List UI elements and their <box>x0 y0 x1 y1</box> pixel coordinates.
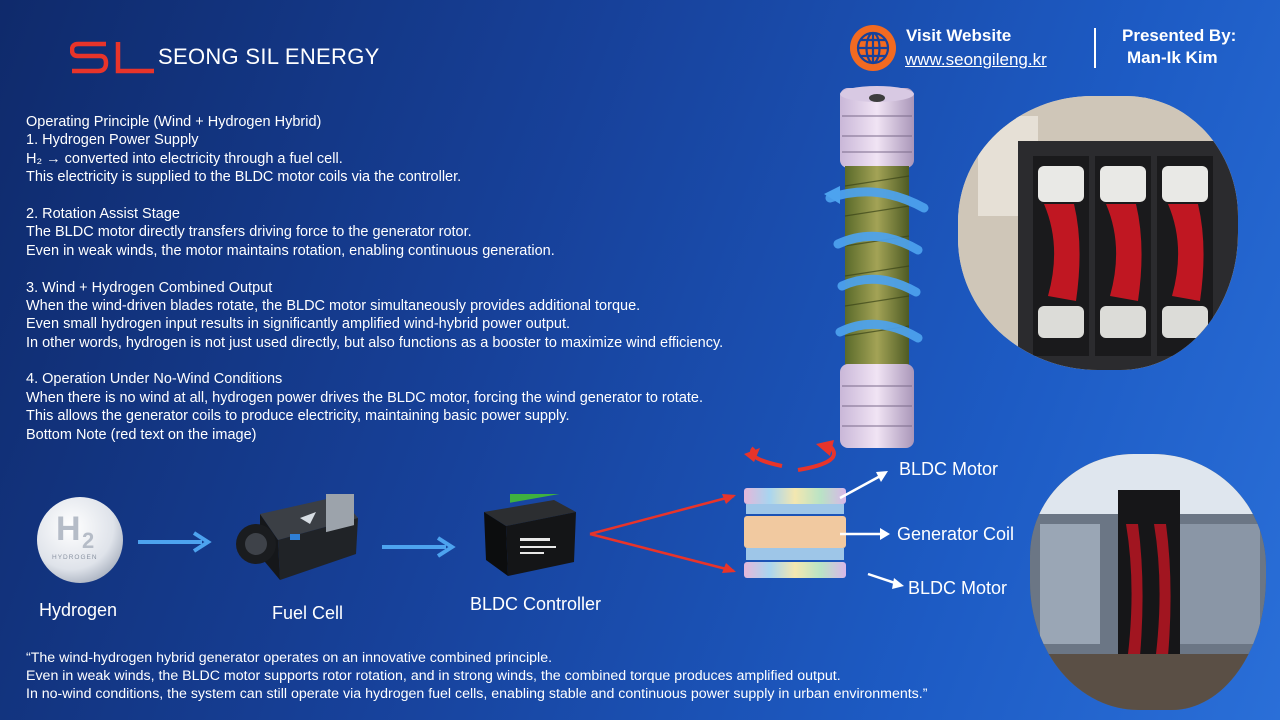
principle-line: The BLDC motor directly transfers drivin… <box>26 224 472 241</box>
principle-line: 3. Wind + Hydrogen Combined Output <box>26 279 273 296</box>
hydrogen-icon <box>37 497 123 583</box>
callout-arrows <box>839 471 904 589</box>
principle-line: This allows the generator coils to produ… <box>26 408 570 425</box>
globe-icon <box>850 25 896 71</box>
operating-principle-text: Operating Principle (Wind + Hydrogen Hyb… <box>26 113 816 444</box>
website-link[interactable]: www.seongileng.kr <box>905 50 1047 69</box>
principle-line: 2. Rotation Assist Stage <box>26 205 180 222</box>
hydrogen-icon-caption: HYDROGEN <box>52 554 98 561</box>
prototype-photo-drawing <box>958 96 1238 370</box>
fuel-cell-label: Fuel Cell <box>272 603 344 623</box>
quote-line: In no-wind conditions, the system can st… <box>26 686 928 703</box>
distribution-arrows <box>589 440 836 573</box>
principle-line: Even small hydrogen input results in sig… <box>26 316 571 333</box>
summary-quote: “The wind-hydrogen hybrid generator oper… <box>26 649 1066 704</box>
presented-by-label: Presented By: <box>1122 26 1237 45</box>
company-logo: SEONG SIL ENERGY <box>70 40 379 80</box>
generator-stack <box>744 488 846 578</box>
turbine-rotor-illustration <box>824 86 929 448</box>
arrow-right-icon <box>382 536 456 558</box>
bldc-controller-label: BLDC Controller <box>470 594 602 614</box>
sl-logo-mark <box>70 41 154 74</box>
principle-line: H₂ → converted into electricity through … <box>26 150 343 167</box>
principle-line: When there is no wind at all, hydrogen p… <box>26 389 704 406</box>
bldc-controller-image <box>484 494 576 576</box>
arrow-right-icon <box>138 531 212 553</box>
principle-line: In other words, hydrogen is not just use… <box>26 334 724 351</box>
principle-spacer <box>26 260 816 278</box>
principle-line: 4. Operation Under No-Wind Conditions <box>26 371 283 388</box>
bldc-motor-top-label: BLDC Motor <box>899 459 999 479</box>
visit-website-label: Visit Website <box>906 26 1012 45</box>
principle-line: When the wind-driven blades rotate, the … <box>26 297 641 314</box>
principle-spacer <box>26 187 816 205</box>
principle-spacer <box>26 352 816 370</box>
prototype-photo-top <box>958 96 1238 370</box>
quote-line: “The wind-hydrogen hybrid generator oper… <box>26 650 553 666</box>
principle-line: 1. Hydrogen Power Supply <box>26 132 199 149</box>
header-divider <box>1094 28 1096 68</box>
principle-line: This electricity is supplied to the BLDC… <box>26 169 462 186</box>
hydrogen-symbol: H <box>56 510 81 548</box>
generator-coil-label: Generator Coil <box>897 524 1015 544</box>
principle-line: Bottom Note (red text on the image) <box>26 426 257 443</box>
hydrogen-label: Hydrogen <box>39 600 118 620</box>
bldc-motor-bottom-label: BLDC Motor <box>908 578 1008 598</box>
presenter-name: Man-Ik Kim <box>1127 48 1218 67</box>
principle-line: Even in weak winds, the motor maintains … <box>26 242 555 259</box>
principle-line: Operating Principle (Wind + Hydrogen Hyb… <box>26 114 322 130</box>
hydrogen-subscript: 2 <box>82 528 95 553</box>
company-name: SEONG SIL ENERGY <box>158 44 380 69</box>
fuel-cell-image <box>236 494 358 580</box>
quote-line: Even in weak winds, the BLDC motor suppo… <box>26 668 841 685</box>
